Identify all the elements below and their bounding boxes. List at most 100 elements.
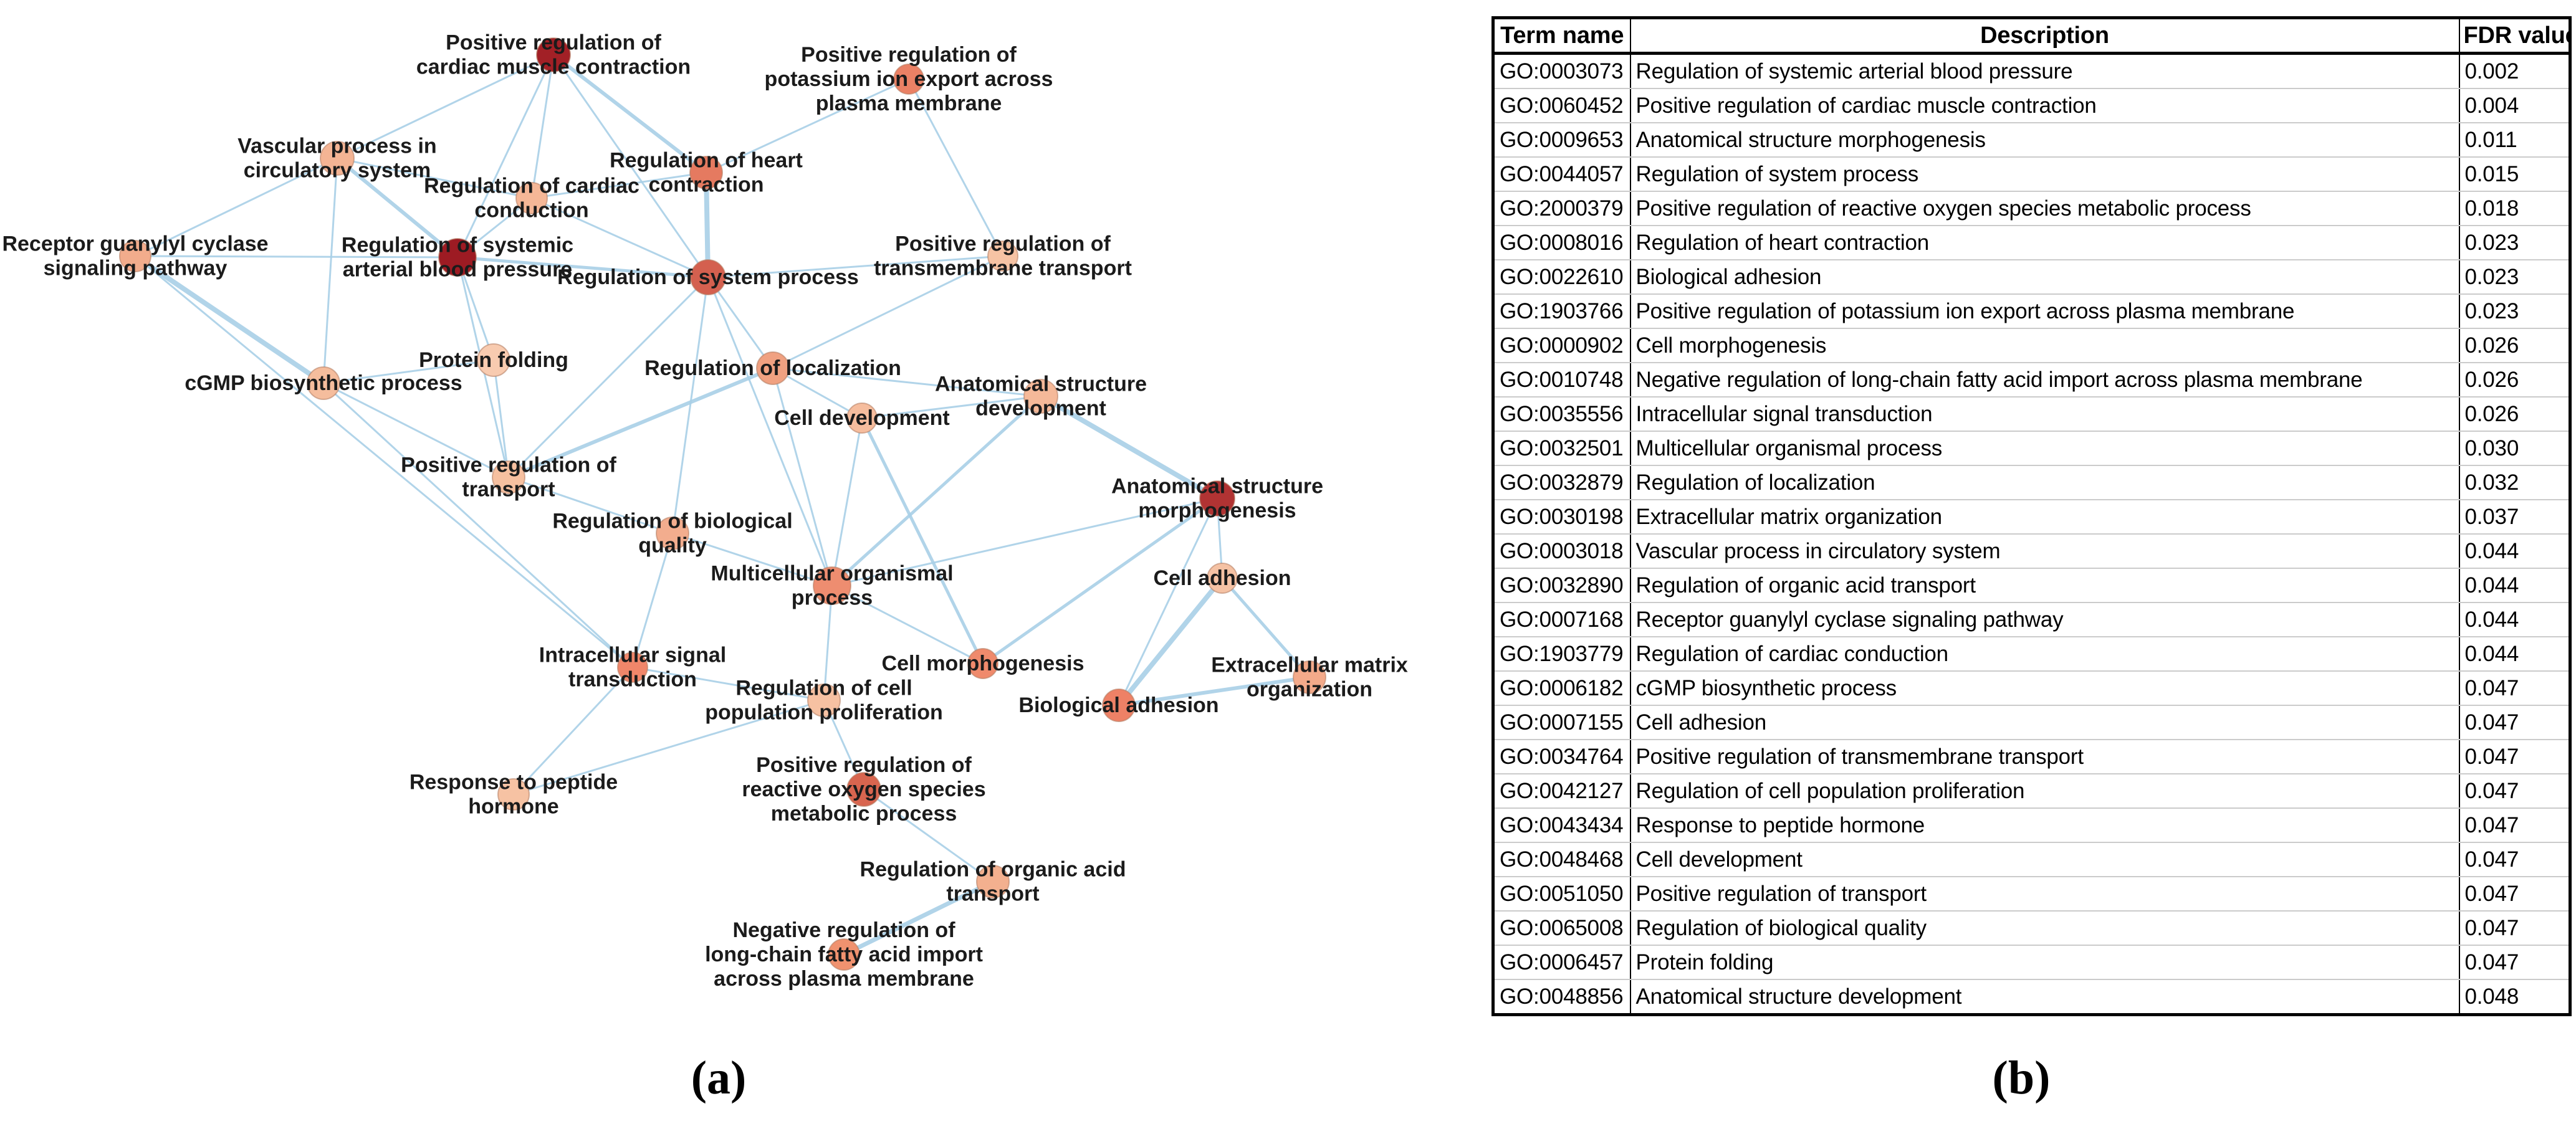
term-name-cell: GO:0035556 xyxy=(1493,397,1630,432)
description-cell: Anatomical structure morphogenesis xyxy=(1629,123,2459,158)
network-node-label-cell_adhesion: Cell adhesion xyxy=(1153,566,1291,590)
network-node-cgmp xyxy=(307,366,340,400)
term-name-cell: GO:0009653 xyxy=(1493,123,1630,158)
network-node-multicellular xyxy=(813,566,851,605)
network-node-label-cell_morphogenesis: Cell morphogenesis xyxy=(882,652,1085,675)
network-edge xyxy=(337,54,554,160)
term-name-cell: GO:0006457 xyxy=(1493,945,1630,980)
network-node-pos_reg_transport xyxy=(492,460,525,494)
network-edge xyxy=(507,276,709,479)
fdr-value-cell: 0.047 xyxy=(2458,774,2570,809)
network-node-vascular_process xyxy=(320,141,355,176)
network-edge xyxy=(772,367,863,419)
network-edge xyxy=(863,788,994,883)
term-name-cell: GO:0007168 xyxy=(1493,602,1630,637)
network-edge xyxy=(135,255,458,259)
term-name-cell: GO:0008016 xyxy=(1493,226,1630,260)
fdr-value-cell: 0.047 xyxy=(2458,705,2570,740)
fdr-value-cell: 0.047 xyxy=(2458,945,2570,980)
network-node-response_peptide xyxy=(497,778,530,811)
fdr-value-cell: 0.026 xyxy=(2458,328,2570,363)
fdr-value-cell: 0.047 xyxy=(2458,671,2570,706)
panel-b-caption: (b) xyxy=(1992,1052,2051,1104)
description-cell: Cell adhesion xyxy=(1629,705,2459,740)
description-cell: Response to peptide hormone xyxy=(1629,808,2459,843)
description-cell: Biological adhesion xyxy=(1629,260,2459,295)
term-name-cell: GO:0044057 xyxy=(1493,157,1630,192)
network-node-anat_struct_dev xyxy=(1023,379,1058,414)
fdr-value-cell: 0.047 xyxy=(2458,740,2570,774)
fdr-value-cell: 0.044 xyxy=(2458,637,2570,672)
network-edge xyxy=(1116,576,1225,707)
fdr-value-cell: 0.032 xyxy=(2458,465,2570,500)
network-node-ecm_org xyxy=(1293,660,1326,694)
network-edge xyxy=(531,171,707,199)
fdr-value-cell: 0.047 xyxy=(2458,842,2570,877)
network-edge xyxy=(336,156,459,259)
term-name-cell: GO:0065008 xyxy=(1493,911,1630,946)
network-edge xyxy=(1118,498,1219,706)
network-node-cell_morphogenesis xyxy=(967,648,998,679)
term-name-cell: GO:0006182 xyxy=(1493,671,1630,706)
go-term-table-wrap: Term name Description FDR value GO:00030… xyxy=(1491,16,2572,1016)
description-cell: Vascular process in circulatory system xyxy=(1629,534,2459,569)
network-edge xyxy=(1221,577,1311,679)
network-edge xyxy=(831,497,1218,587)
term-name-cell: GO:0043434 xyxy=(1493,808,1630,843)
network-edge xyxy=(512,666,634,796)
term-name-cell: GO:0051050 xyxy=(1493,877,1630,912)
term-name-cell: GO:0032879 xyxy=(1493,465,1630,500)
description-cell: Regulation of cardiac conduction xyxy=(1629,637,2459,672)
network-edge xyxy=(508,476,673,535)
network-edge xyxy=(322,158,338,384)
description-cell: Cell development xyxy=(1629,842,2459,877)
fdr-value-cell: 0.015 xyxy=(2458,157,2570,192)
network-edge xyxy=(671,277,709,534)
network-edge xyxy=(707,255,1003,279)
network-node-pos_reg_potassium xyxy=(893,64,924,95)
fdr-value-cell: 0.044 xyxy=(2458,534,2570,569)
network-edge xyxy=(322,382,634,669)
network-edge xyxy=(706,78,909,174)
network-node-label-protein_folding: Protein folding xyxy=(419,348,568,372)
fdr-value-cell: 0.047 xyxy=(2458,808,2570,843)
network-node-cell_development xyxy=(846,402,878,434)
description-cell: Protein folding xyxy=(1629,945,2459,980)
panel-a-caption: (a) xyxy=(691,1052,747,1104)
description-cell: Regulation of systemic arterial blood pr… xyxy=(1629,53,2459,89)
network-edge xyxy=(861,395,1041,419)
network-edge xyxy=(632,666,825,702)
term-name-cell: GO:0022610 xyxy=(1493,260,1630,295)
fdr-value-cell: 0.023 xyxy=(2458,260,2570,295)
description-cell: Positive regulation of transmembrane tra… xyxy=(1629,740,2459,774)
description-cell: Intracellular signal transduction xyxy=(1629,397,2459,432)
fdr-value-cell: 0.002 xyxy=(2458,53,2570,89)
fdr-value-cell: 0.026 xyxy=(2458,363,2570,398)
network-edge xyxy=(456,54,555,258)
fdr-value-cell: 0.044 xyxy=(2458,568,2570,603)
fdr-value-cell: 0.011 xyxy=(2458,123,2570,158)
network-edge xyxy=(135,157,338,257)
network-node-neg_reg_fatty xyxy=(828,938,860,971)
network-edge xyxy=(772,367,1041,398)
network-node-biological_adhesion xyxy=(1102,688,1136,722)
